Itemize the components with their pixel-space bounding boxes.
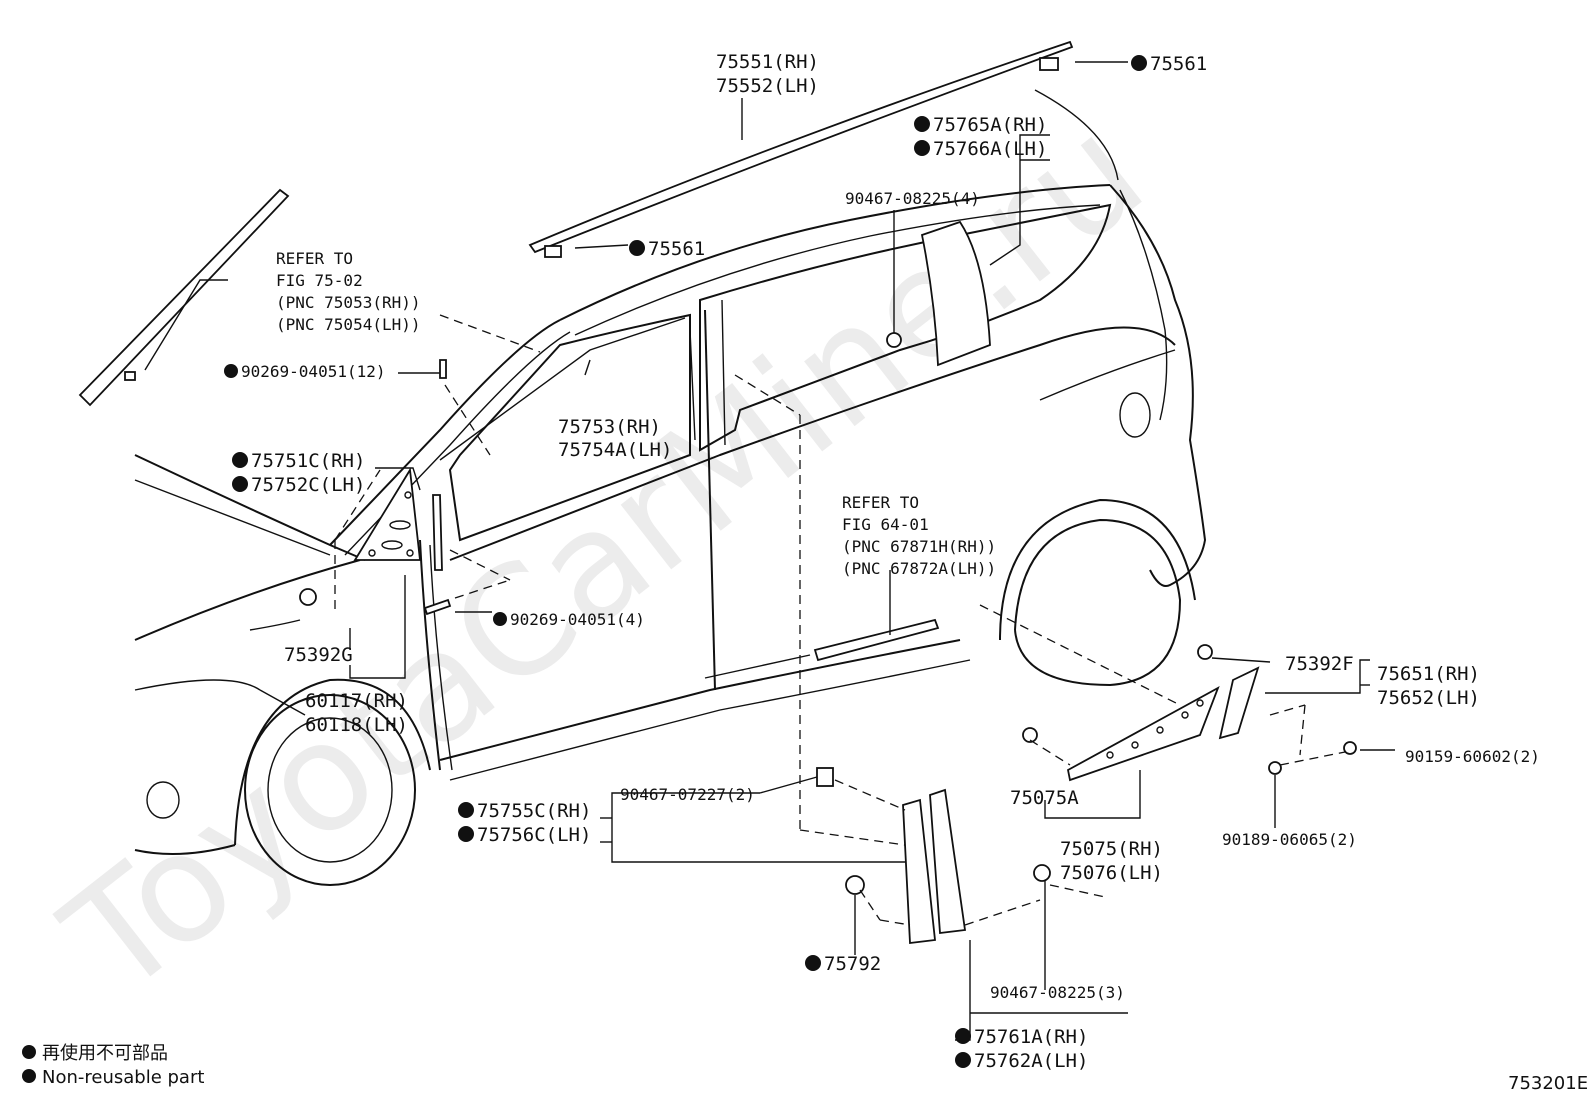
clip-75561-left	[544, 245, 562, 258]
rivet-side	[423, 598, 452, 616]
label-90269-04051-12: 90269-04051(12)	[241, 362, 386, 381]
label-90269-04051-4: 90269-04051(4)	[510, 610, 645, 629]
label-75561-left: 75561	[648, 238, 705, 260]
non-reusable-marker	[224, 364, 238, 378]
label-75075: 75075(RH)	[1060, 838, 1163, 860]
quarter-small-panel	[1218, 666, 1260, 740]
rivet-top	[439, 359, 447, 379]
parts	[78, 40, 1357, 945]
label-75651: 75651(RH)	[1377, 663, 1480, 685]
center-pillar-panel-rear	[929, 788, 967, 935]
leader-lines	[144, 61, 1395, 1041]
a-pillar-molding	[78, 188, 290, 407]
label-75755c: 75755C(RH)	[477, 800, 591, 822]
label-75762a: 75762A(LH)	[974, 1050, 1088, 1072]
quarter-triangle-panel	[1066, 686, 1220, 782]
label-75652: 75652(LH)	[1377, 687, 1480, 709]
door-beltline-molding	[439, 317, 686, 461]
non-reusable-marker	[955, 1052, 971, 1068]
non-reusable-marker	[914, 140, 930, 156]
clip-90189-part	[1268, 761, 1282, 775]
screw-90467-08225-3-part	[1033, 864, 1051, 882]
label-75551: 75551(RH)	[716, 51, 819, 73]
non-reusable-marker	[458, 826, 474, 842]
label-75751c: 75751C(RH)	[251, 450, 365, 472]
legend-marker-jp	[22, 1045, 36, 1059]
label-90467-08225-4: 90467-08225(4)	[845, 189, 980, 208]
screw-90159-part	[1343, 741, 1357, 755]
legend-jp-text: 再使用不可部品	[42, 1043, 168, 1064]
non-reusable-marker	[232, 476, 248, 492]
label-75552: 75552(LH)	[716, 75, 819, 97]
label-75792: 75792	[824, 953, 881, 975]
non-reusable-marker	[458, 802, 474, 818]
label-75752c: 75752C(LH)	[251, 474, 365, 496]
clip-75392f-part	[1197, 644, 1213, 660]
clip-75392g-part	[299, 588, 317, 606]
legend: 再使用不可部品 Non-reusable part	[22, 1043, 204, 1088]
label-90159: 90159-60602(2)	[1405, 747, 1540, 766]
figure-code: 753201E	[1508, 1073, 1588, 1094]
screw-90467-07227-part	[816, 767, 834, 787]
label-refer-2-d: (PNC 67872A(LH))	[842, 559, 996, 578]
non-reusable-marker	[955, 1028, 971, 1044]
label-refer-2-b: FIG 64-01	[842, 515, 929, 534]
label-75076: 75076(LH)	[1060, 862, 1163, 884]
roof-molding	[528, 40, 1074, 254]
label-refer-1-c: (PNC 75053(RH))	[276, 293, 421, 312]
label-90467-08225-3: 90467-08225(3)	[990, 983, 1125, 1002]
non-reusable-marker	[914, 116, 930, 132]
label-75392f: 75392F	[1285, 653, 1354, 675]
label-90467-07227: 90467-07227(2)	[620, 785, 755, 804]
clip-75561-top	[1039, 57, 1059, 71]
label-75753: 75753(RH)	[558, 416, 661, 438]
label-75761a: 75761A(RH)	[974, 1026, 1088, 1048]
non-reusable-marker	[493, 612, 507, 626]
legend-marker-en	[22, 1069, 36, 1083]
label-75754a: 75754A(LH)	[558, 439, 672, 461]
label-refer-2-a: REFER TO	[842, 493, 919, 512]
label-75392g: 75392G	[284, 644, 353, 666]
sill-molding	[813, 618, 940, 662]
label-75765a: 75765A(RH)	[933, 114, 1047, 136]
non-reusable-marker	[232, 452, 248, 468]
label-75075a: 75075A	[1010, 787, 1079, 809]
label-60117: 60117(RH)	[305, 690, 408, 712]
label-90189: 90189-06065(2)	[1222, 830, 1357, 849]
label-refer-1-b: FIG 75-02	[276, 271, 363, 290]
non-reusable-marker	[805, 955, 821, 971]
label-refer-2-c: (PNC 67871H(RH))	[842, 537, 996, 556]
non-reusable-marker	[1131, 55, 1147, 71]
label-60118: 60118(LH)	[305, 714, 408, 736]
label-refer-1-a: REFER TO	[276, 249, 353, 268]
label-75756c: 75756C(LH)	[477, 824, 591, 846]
rear-pillar-panel	[920, 220, 991, 367]
clip-75075a-part	[1022, 727, 1038, 743]
a-pillar-clip	[124, 371, 136, 381]
label-refer-1-d: (PNC 75054(LH))	[276, 315, 421, 334]
label-75766a: 75766A(LH)	[933, 138, 1047, 160]
non-reusable-marker	[629, 240, 645, 256]
callout-labels: 75551(RH) 75552(LH) 75561 75561 75765A(R…	[224, 51, 1540, 1072]
label-75561-top: 75561	[1150, 53, 1207, 75]
center-pillar-panel-front	[902, 798, 936, 945]
screw-rear-pillar	[886, 332, 902, 348]
clip-75792-part	[845, 875, 865, 895]
legend-en-text: Non-reusable part	[42, 1067, 204, 1088]
